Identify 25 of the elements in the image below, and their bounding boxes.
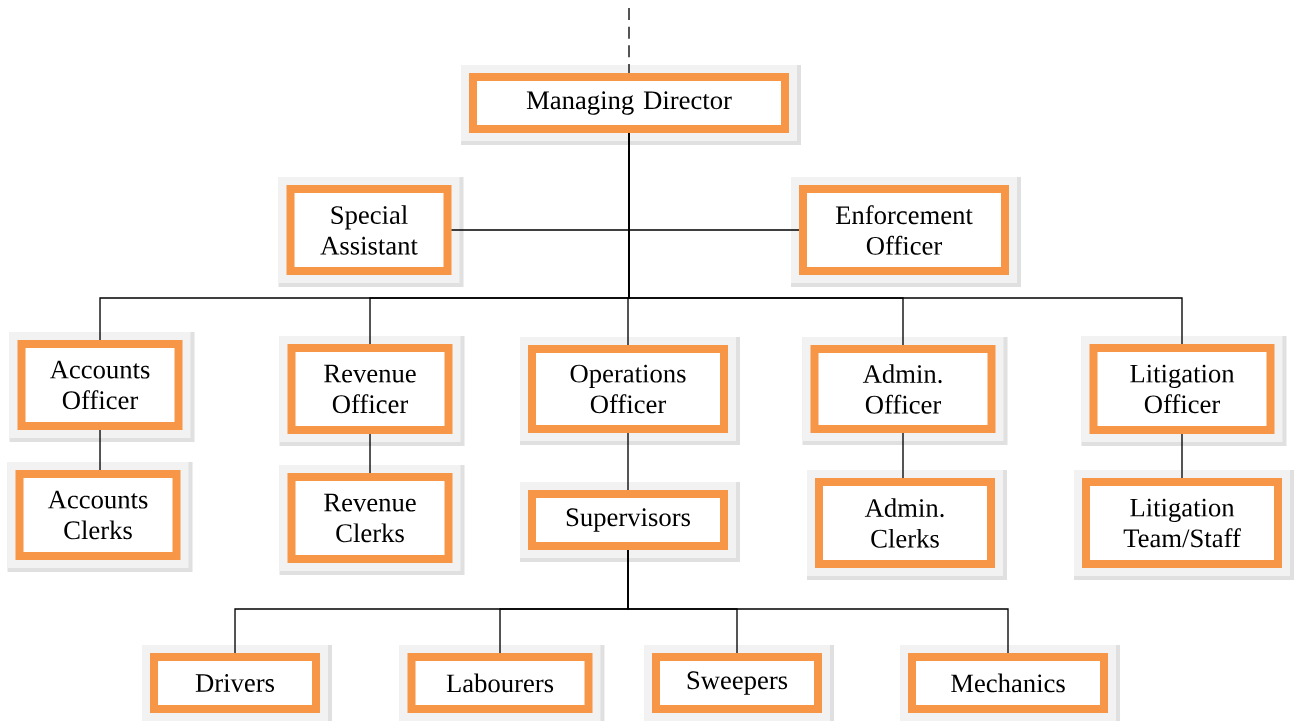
position-box: Litigation Team/Staff xyxy=(1074,470,1294,580)
position-box: Admin. Clerks xyxy=(807,470,1007,580)
position-box: Litigation Officer xyxy=(1081,336,1287,446)
position-box: Labourers xyxy=(399,645,605,721)
position-box: Admin. Officer xyxy=(802,337,1008,445)
connector-line xyxy=(628,7,630,74)
position-box: Revenue Officer xyxy=(279,336,465,446)
position-box: Drivers xyxy=(142,645,332,721)
connector-line xyxy=(369,433,371,474)
position-box: Special Assistant xyxy=(278,177,464,287)
position-box: Operations Officer xyxy=(520,337,740,445)
position-box: Managing Director xyxy=(461,65,801,145)
connector-line xyxy=(627,549,1009,654)
position-box: Supervisors xyxy=(520,482,740,562)
connector-line xyxy=(902,432,904,479)
connector-line xyxy=(1181,433,1183,479)
position-box: Accounts Officer xyxy=(9,332,195,442)
position-box: Enforcement Officer xyxy=(791,177,1021,287)
position-box: Revenue Clerks xyxy=(279,465,465,575)
connector-line xyxy=(99,429,101,471)
position-box: Sweepers xyxy=(644,645,834,721)
connector-line xyxy=(628,132,1183,345)
position-box: Mechanics xyxy=(900,645,1120,721)
position-box: Accounts Clerks xyxy=(7,462,193,572)
connector-line xyxy=(627,432,629,491)
